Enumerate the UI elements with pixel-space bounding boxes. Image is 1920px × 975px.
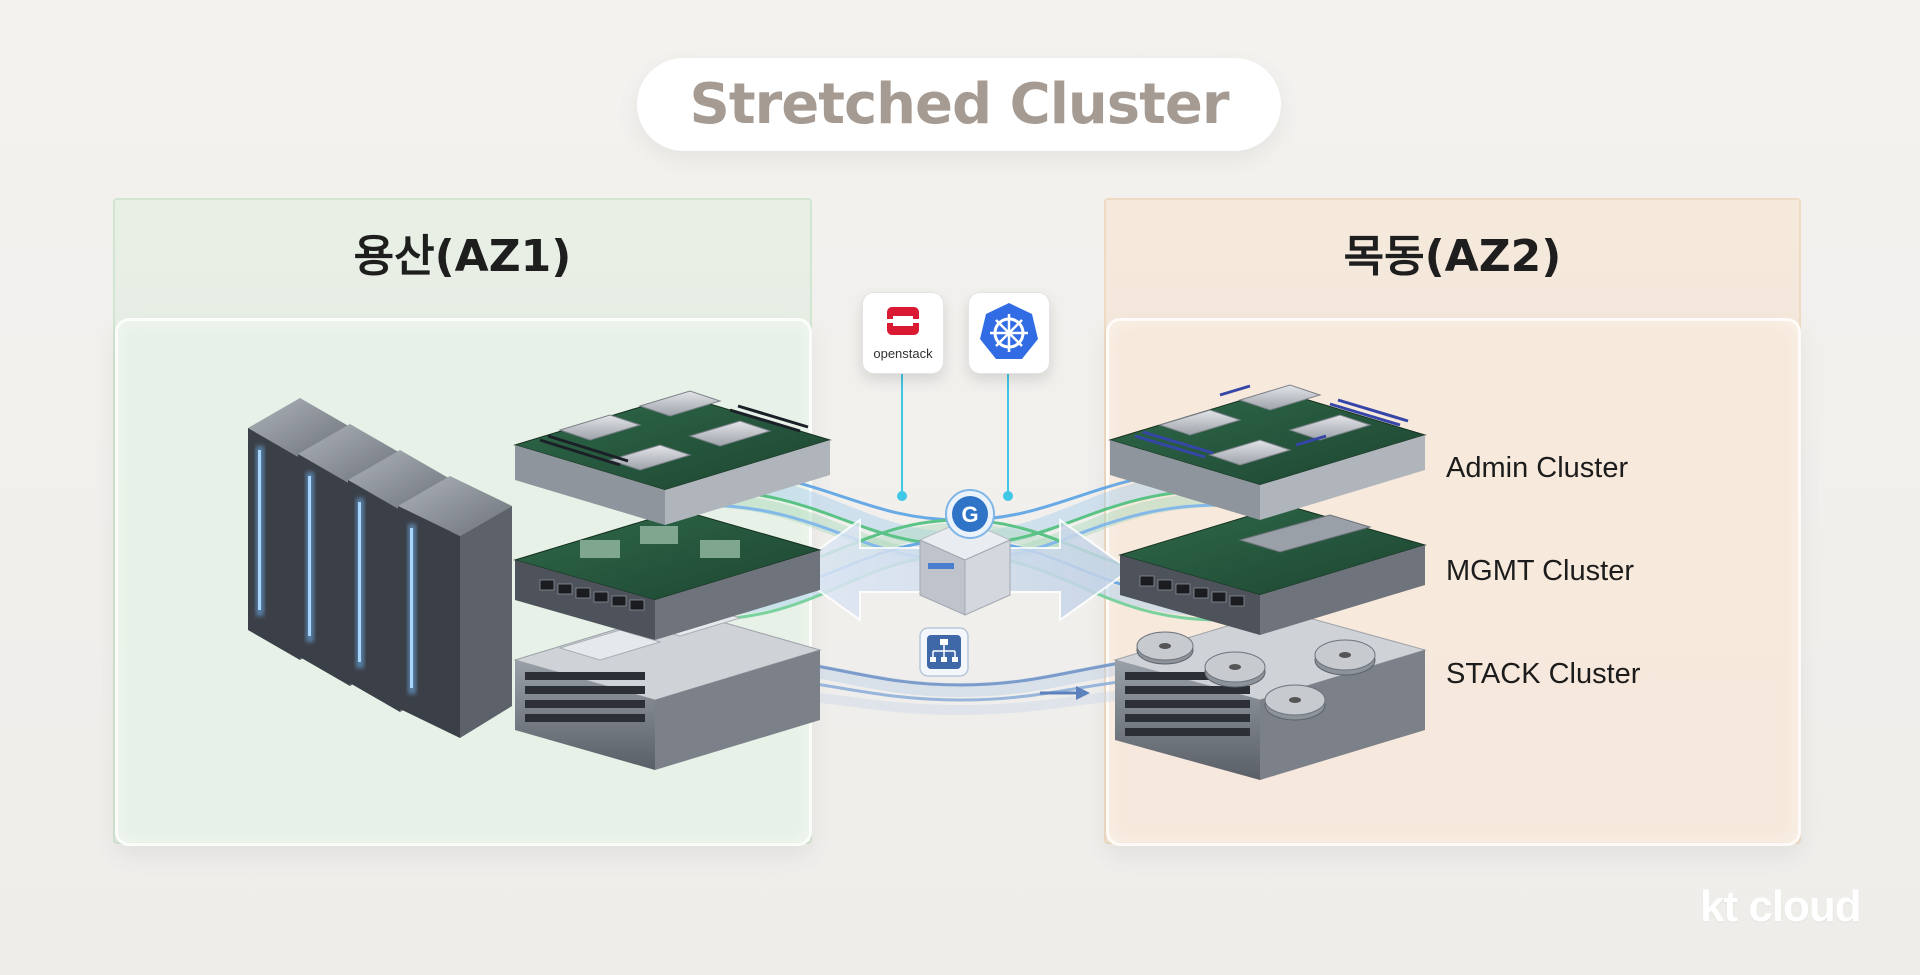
zone-az2-title: 목동(AZ2) <box>1343 231 1562 282</box>
page-title: Stretched Cluster <box>689 72 1230 137</box>
az2-storage-tray <box>1113 609 1427 780</box>
admin-cluster-label: Admin Cluster <box>1446 452 1629 484</box>
az1-server-racks <box>248 398 512 738</box>
kubernetes-icon <box>980 303 1038 359</box>
network-topology-icon <box>919 627 969 677</box>
az2-compute-board <box>1108 384 1427 520</box>
mgmt-cluster-label: MGMT Cluster <box>1446 555 1634 587</box>
badge-connector-lines <box>897 372 1013 501</box>
stack-cluster-label: STACK Cluster <box>1446 658 1641 690</box>
disk-platters <box>1136 631 1376 721</box>
openstack-label: openstack <box>873 346 933 361</box>
az2-network-switch <box>1118 504 1427 635</box>
az1-compute-board <box>513 390 832 525</box>
kubernetes-badge <box>968 292 1050 374</box>
kt-cloud-logo: kt cloud <box>1700 882 1862 931</box>
title-pill: Stretched Cluster <box>637 58 1281 151</box>
az2-server-stack <box>1108 384 1427 780</box>
az1-network-switch <box>513 509 822 640</box>
zone-az1-title: 용산(AZ1) <box>353 231 572 282</box>
openstack-badge: openstack <box>862 292 944 374</box>
az1-server-stack <box>513 390 832 770</box>
central-hub-cube <box>918 519 1012 616</box>
gateway-icon: G <box>945 489 995 539</box>
svg-text:G: G <box>961 502 978 527</box>
openstack-icon <box>887 307 919 335</box>
